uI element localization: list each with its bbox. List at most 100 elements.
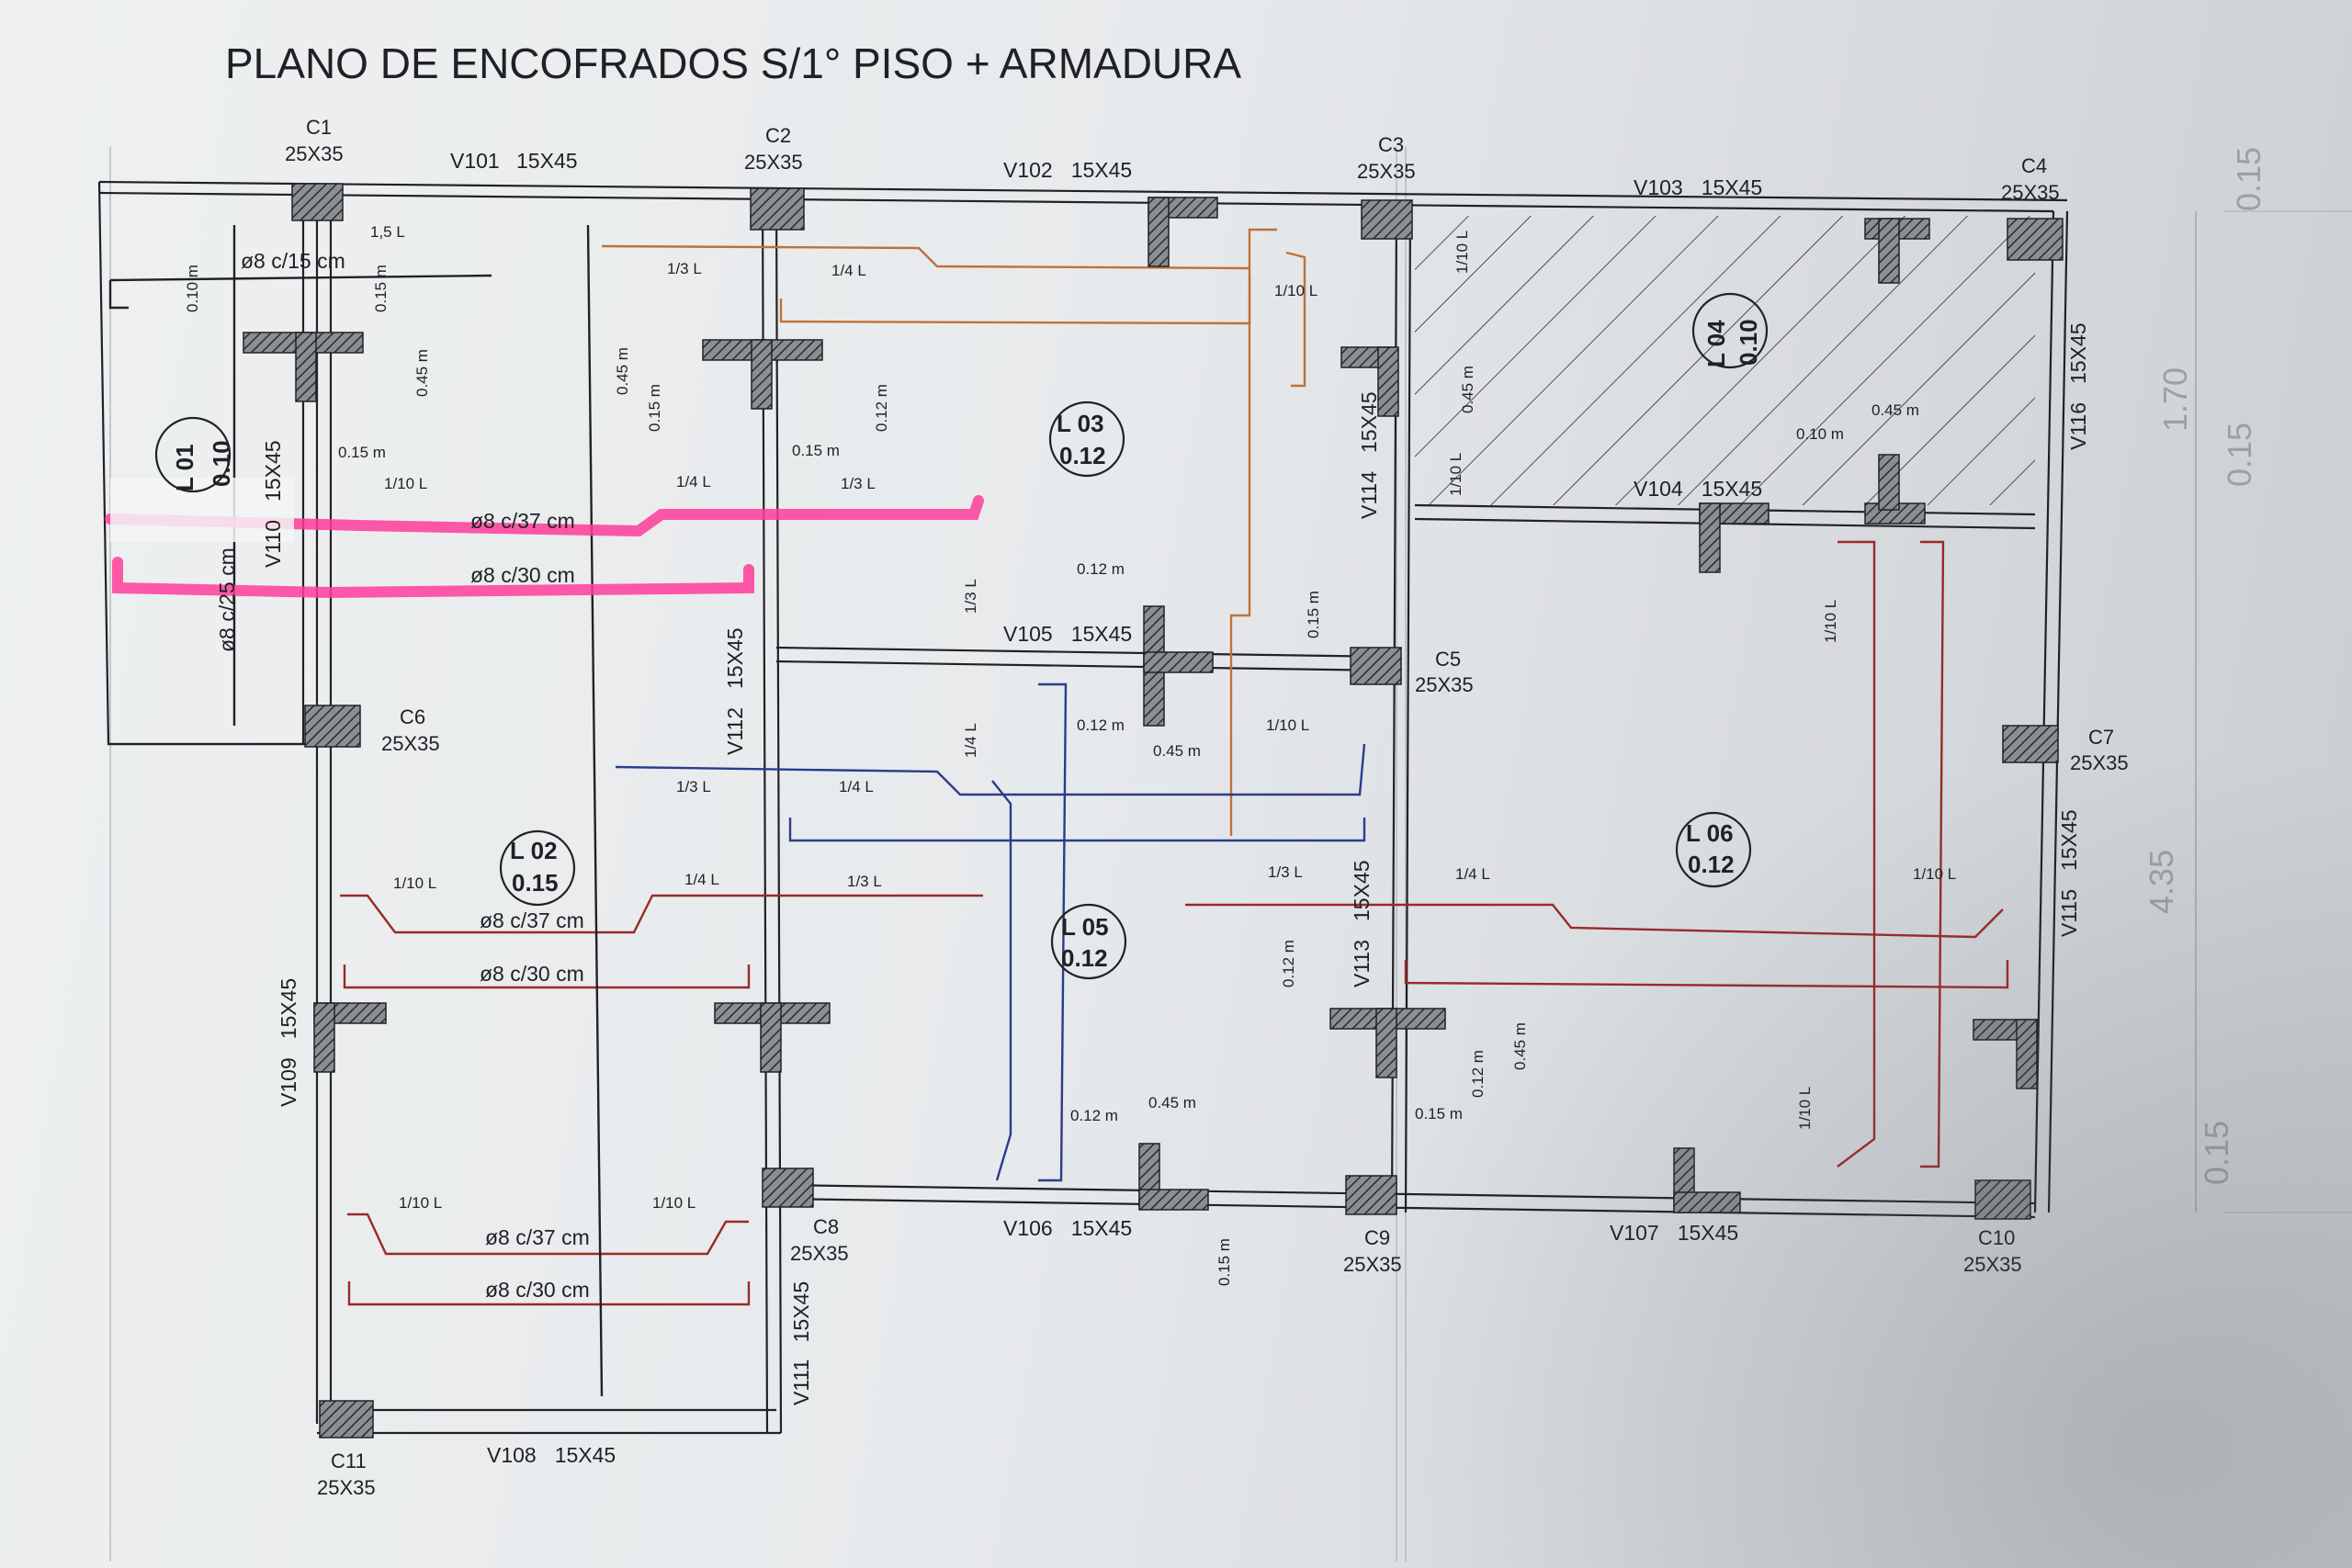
slab-l02-id: L 02 xyxy=(510,837,558,864)
dim-label: 1/10 L xyxy=(1266,716,1309,734)
rebar-label-l01-c30: ø8 c/30 cm xyxy=(470,563,575,587)
dim-label: 0.15 m xyxy=(1305,591,1322,638)
slab-l03-thickness: 0.12 xyxy=(1059,442,1106,469)
svg-text:V11215X45: V112 15X45 xyxy=(723,627,747,755)
beam-labels-vertical: V10915X45 V11015X45 V11115X45 V11215X45 … xyxy=(261,322,2090,1405)
slab-l04-thickness: 0.10 xyxy=(1735,319,1762,366)
dim-label: 0.15 m xyxy=(372,265,390,312)
side-dim-label: 0.15 xyxy=(2198,1121,2235,1185)
rebar-lines xyxy=(108,224,2009,1397)
column-blocks xyxy=(243,183,2064,1438)
beam-v112-size: 15X45 xyxy=(723,627,747,689)
dim-label: 1/4 L xyxy=(831,262,866,279)
beam-v111-id: V111 xyxy=(789,1359,813,1405)
column-size-c8: 25X35 xyxy=(790,1242,849,1265)
dim-label: 1/3 L xyxy=(667,260,702,277)
side-dim-label: 0.15 xyxy=(2230,147,2267,211)
svg-text:V11115X45: V11115X45 xyxy=(789,1281,813,1405)
whiteout-patch xyxy=(110,478,294,542)
beam-v106-size: 15X45 xyxy=(1071,1216,1133,1240)
dim-label: 0.45 m xyxy=(413,349,431,397)
dim-label: 0.45 m xyxy=(614,347,631,395)
dim-label: 1/10 L xyxy=(1913,865,1956,883)
beam-v115-id: V115 xyxy=(2057,889,2081,937)
dim-label: 1/10 L xyxy=(1822,600,1839,643)
beam-v102-size: 15X45 xyxy=(1071,158,1133,182)
column-label-c9: C9 xyxy=(1364,1226,1390,1249)
beam-v113-id: V113 xyxy=(1350,940,1374,987)
slab-l05-id: L 05 xyxy=(1061,913,1109,941)
dim-label: 0.45 m xyxy=(1459,366,1476,413)
beam-v110-id: V110 xyxy=(261,520,285,568)
beam-v103-size: 15X45 xyxy=(1702,175,1763,199)
dim-label: 0.45 m xyxy=(1511,1022,1529,1070)
dim-label: 0.12 m xyxy=(873,384,890,432)
column-labels: C1 25X35 C2 25X35 C3 25X35 C4 25X35 C5 2… xyxy=(285,116,2129,1499)
dim-label: 1/4 L xyxy=(962,723,979,758)
beam-v114-size: 15X45 xyxy=(1357,391,1381,453)
slab-l02-thickness: 0.15 xyxy=(512,869,559,897)
dim-label: 0.12 m xyxy=(1469,1050,1487,1098)
dim-label: 1/10 L xyxy=(1447,453,1464,496)
dim-label: 0.12 m xyxy=(1077,716,1125,734)
svg-text:V10915X45: V109 15X45 xyxy=(277,978,300,1107)
beam-v110-size: 15X45 xyxy=(261,440,285,502)
column-size-c4: 25X35 xyxy=(2001,181,2060,204)
svg-text:V11415X45: V11415X45 xyxy=(1357,391,1381,519)
beam-v109-size: 15X45 xyxy=(277,978,300,1040)
beam-v105-size: 15X45 xyxy=(1071,622,1133,646)
column-label-c11: C11 xyxy=(331,1450,367,1472)
slab-l01-thickness: 0.10 xyxy=(208,440,235,487)
svg-text:V11515X45: V11515X45 xyxy=(2057,809,2081,937)
rebar-label-l02-c30: ø8 c/30 cm xyxy=(480,962,584,986)
beam-v104-size: 15X45 xyxy=(1702,477,1763,501)
side-dim-label: 4.35 xyxy=(2143,850,2180,914)
beam-v101-id: V101 xyxy=(450,149,499,173)
slab-l04-id: L 04 xyxy=(1702,320,1730,367)
svg-text:V11015X45: V110 15X45 xyxy=(261,440,285,568)
column-label-c7: C7 xyxy=(2088,726,2114,749)
dim-label: 1/3 L xyxy=(841,475,876,492)
column-size-c5: 25X35 xyxy=(1415,673,1474,696)
column-size-c10: 25X35 xyxy=(1963,1253,2022,1276)
slab-l06-id: L 06 xyxy=(1686,819,1734,847)
slab-l03-id: L 03 xyxy=(1057,410,1104,437)
column-label-c4: C4 xyxy=(2021,154,2047,177)
column-label-c2: C2 xyxy=(765,124,791,147)
side-dim-label: 1.70 xyxy=(2156,367,2194,432)
beam-v104-id: V104 xyxy=(1634,477,1683,501)
beam-v106-id: V106 xyxy=(1003,1216,1053,1240)
column-size-c2: 25X35 xyxy=(744,151,803,174)
dim-label: 1/3 L xyxy=(676,778,711,795)
beam-v112-id: V112 xyxy=(723,707,747,755)
dim-label: 1/10 L xyxy=(384,475,427,492)
column-size-c3: 25X35 xyxy=(1357,160,1416,183)
beam-v105-id: V105 xyxy=(1003,622,1053,646)
dim-label: 0.15 m xyxy=(338,444,386,461)
dim-label: 0.15 m xyxy=(1216,1238,1233,1286)
column-label-c6: C6 xyxy=(400,705,425,728)
beam-v113-size: 15X45 xyxy=(1350,860,1374,921)
slab-l01-id: L 01 xyxy=(171,444,198,491)
beam-v109-id: V109 xyxy=(277,1057,300,1107)
column-label-c10: C10 xyxy=(1978,1226,2015,1249)
dim-label: 1/10 L xyxy=(652,1194,695,1212)
dim-label: 0.12 m xyxy=(1280,940,1297,987)
slab-l05-thickness: 0.12 xyxy=(1061,944,1108,972)
dim-label: 1/3 L xyxy=(962,579,979,614)
dim-label: 0.15 m xyxy=(792,442,840,459)
beam-v101-size: 15X45 xyxy=(516,149,578,173)
rebar-labels: ø8 c/15 cm ø8 c/25 cm ø8 c/37 cm ø8 c/30… xyxy=(215,249,590,1302)
rebar-label-l02b-c37: ø8 c/37 cm xyxy=(485,1225,590,1249)
column-size-c7: 25X35 xyxy=(2070,751,2129,774)
beam-v102-id: V102 xyxy=(1003,158,1053,182)
highlighter-marks xyxy=(105,495,984,599)
column-size-c9: 25X35 xyxy=(1343,1253,1402,1276)
dim-label: 0.10 m xyxy=(184,265,201,312)
